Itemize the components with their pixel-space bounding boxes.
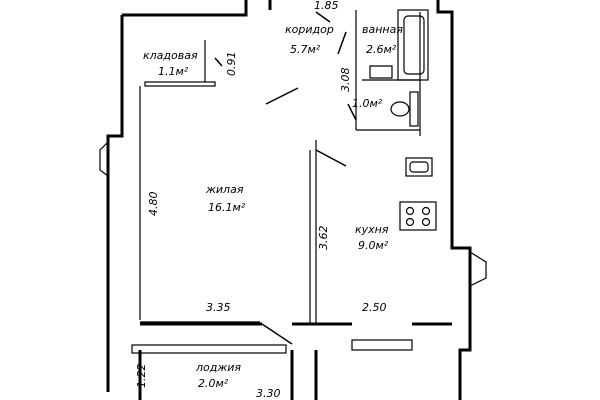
wc-area: 1.0м² [352, 97, 383, 110]
outer-walls [106, 0, 472, 400]
loggia-windows [131, 339, 413, 354]
dim-living-width: 3.35 [206, 301, 231, 314]
dim-loggia-width: 3.30 [256, 387, 281, 400]
dim-loggia-depth: 1.22 [135, 363, 148, 389]
bathtub-icon [369, 9, 429, 81]
loggia-area: 2.0м² [198, 377, 229, 390]
corridor-area: 5.7м² [290, 43, 321, 56]
living-name: жилая [206, 183, 244, 196]
loggia-name: лоджия [196, 361, 242, 374]
dim-kitchen-height: 3.62 [317, 225, 330, 251]
storage-name: кладовая [143, 49, 198, 62]
dim-top-corridor: 1.85 [314, 0, 339, 12]
bathroom-name: ванная [362, 23, 403, 36]
dim-living-height: 4.80 [147, 191, 160, 217]
dim-bath-height: 3.08 [339, 67, 352, 93]
window-marks [99, 141, 487, 287]
kitchen-area: 9.0м² [358, 239, 389, 252]
sink-icon [405, 157, 433, 177]
kitchen-name: кухня [355, 223, 389, 236]
storage-area: 1.1м² [158, 65, 189, 78]
dim-storage-width: 0.91 [225, 51, 238, 77]
bathroom-area: 2.6м² [366, 43, 397, 56]
dim-kitchen-width: 2.50 [362, 301, 387, 314]
stove-icon [399, 201, 437, 231]
corridor-name: коридор [285, 23, 334, 36]
toilet-icon [390, 91, 419, 127]
door-swing-icon [214, 11, 357, 345]
living-area: 16.1м² [208, 201, 246, 214]
